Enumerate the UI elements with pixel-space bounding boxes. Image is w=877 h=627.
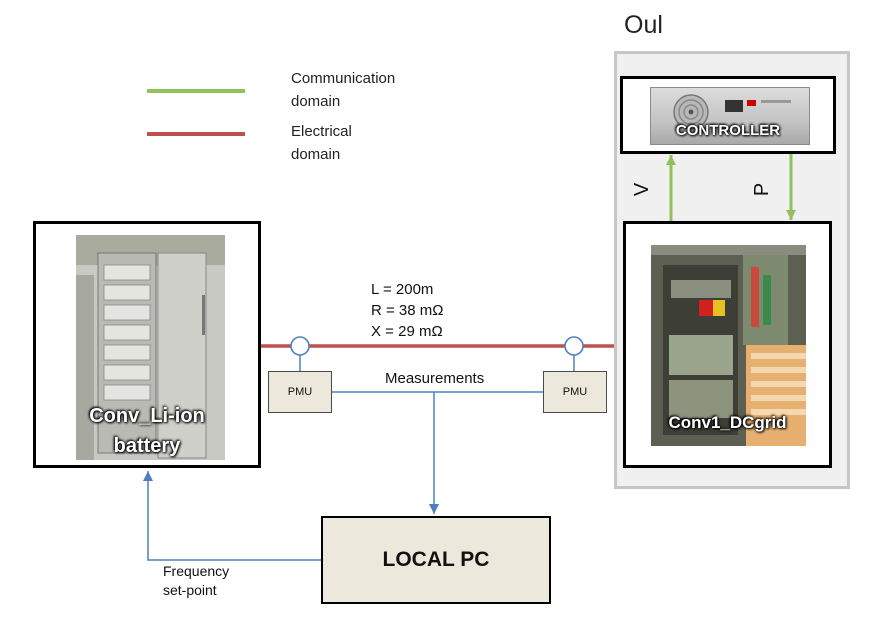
legend-communication-label: Communication domain bbox=[291, 70, 396, 110]
legend-electrical-label: Electrical domain bbox=[291, 123, 352, 163]
local-pc-label: LOCAL PC bbox=[382, 548, 490, 571]
p-label: P bbox=[751, 182, 774, 197]
legend-electrical-line bbox=[147, 132, 245, 136]
dcgrid-converter-box: Conv1_DCgrid bbox=[623, 221, 832, 468]
pmu-left: PMU bbox=[268, 371, 332, 413]
measurements-label: Measurements bbox=[385, 370, 485, 387]
site-label: Oul bbox=[624, 11, 663, 39]
controller-fan-icon bbox=[673, 94, 791, 130]
dcgrid-cabinet-image bbox=[651, 245, 806, 446]
line-param-resistance: R = 38 mΩ bbox=[371, 302, 444, 319]
battery-label: Conv_Li-ion battery bbox=[89, 405, 205, 457]
controller-box: CONTROLLER bbox=[620, 76, 836, 154]
line-param-length: L = 200m bbox=[371, 281, 434, 298]
v-label: V bbox=[631, 182, 654, 197]
battery-cabinet-photo bbox=[76, 235, 225, 460]
local-pc-box: LOCAL PC bbox=[321, 516, 551, 604]
battery-box: Conv_Li-ion battery bbox=[33, 221, 261, 468]
legend-communication-line bbox=[147, 89, 245, 93]
frequency-setpoint-label: Frequency set-point bbox=[163, 563, 230, 598]
battery-cabinet-image bbox=[76, 235, 225, 460]
controller-device-photo bbox=[650, 87, 810, 145]
frequency-setpoint-arrow bbox=[143, 471, 321, 561]
right-sensor-icon bbox=[564, 336, 584, 356]
dcgrid-label: Conv1_DCgrid bbox=[668, 413, 787, 432]
pmu-right: PMU bbox=[543, 371, 607, 413]
controller-label: CONTROLLER bbox=[675, 122, 781, 139]
line-param-reactance: X = 29 mΩ bbox=[371, 323, 443, 340]
left-sensor-icon bbox=[290, 336, 310, 356]
dcgrid-cabinet-photo bbox=[651, 245, 806, 446]
